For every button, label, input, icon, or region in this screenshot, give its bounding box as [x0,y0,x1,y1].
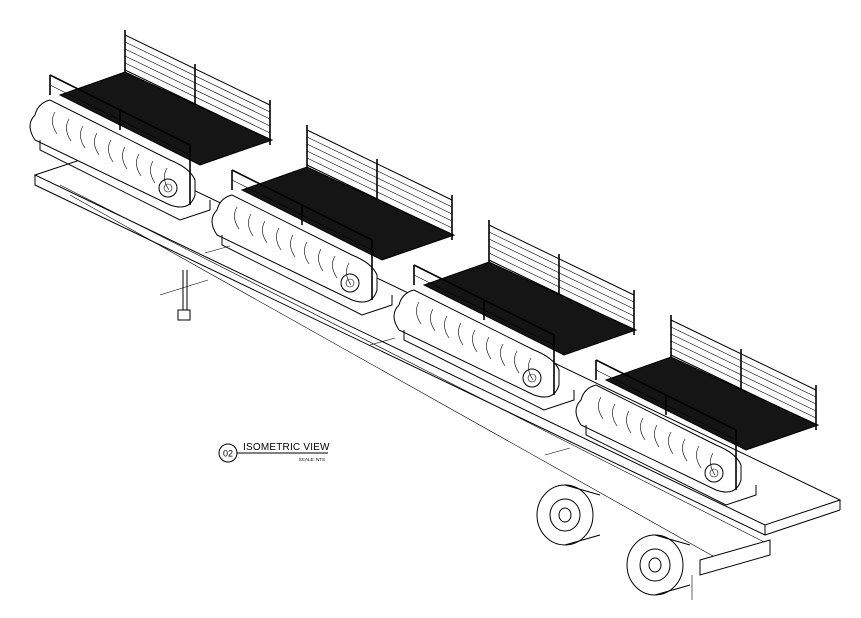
tank-end-cap [340,273,360,293]
landing-gear [159,270,209,321]
equipment-modules [29,30,820,506]
module-3 [393,220,638,411]
deck-grating [58,71,274,166]
view-title: ISOMETRIC VIEW [243,442,330,453]
callout-number: 02 [223,449,233,459]
tank-body [29,99,196,208]
module-2 [211,125,456,316]
deck-grating [604,356,820,451]
tank-end-cap [522,368,542,388]
view-callout: 02 ISOMETRIC VIEW SCALE: NTS [218,442,330,463]
tank-body [393,289,560,398]
module-4 [575,315,820,506]
tank-body [211,194,378,303]
tank-end-cap [704,463,724,483]
rear-wheels [536,484,691,596]
deck-grating [240,166,456,261]
module-1 [29,30,274,221]
tank-body [575,384,742,493]
deck-grating [422,261,638,356]
tank-end-cap [158,178,178,198]
scale-note: SCALE: NTS [299,457,325,462]
